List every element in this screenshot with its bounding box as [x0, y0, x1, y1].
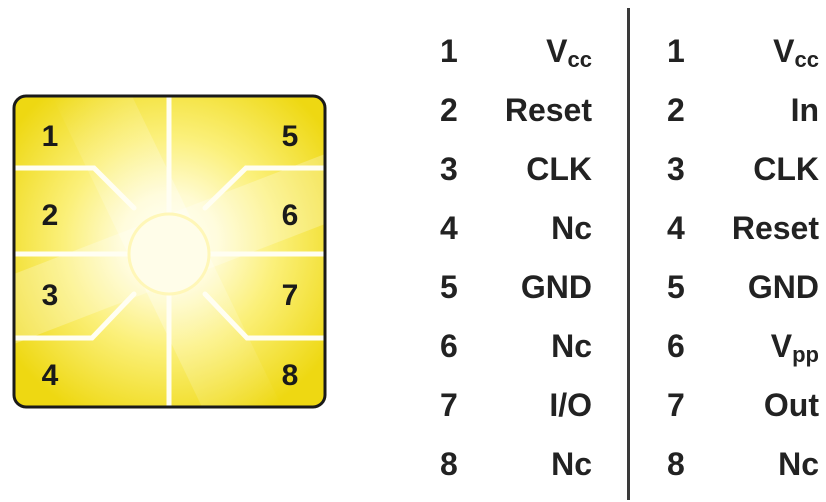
pin-number: 8 — [667, 446, 685, 482]
pin-signal: Nc — [778, 435, 819, 494]
smart-card-chip: 1 2 3 4 5 6 7 8 — [12, 94, 327, 409]
signal-name: Nc — [551, 446, 592, 482]
signal-name: Out — [763, 387, 819, 423]
pin-number: 4 — [440, 210, 458, 246]
contact-label-4: 4 — [42, 359, 59, 392]
pin-signal: In — [791, 81, 819, 140]
signal-name: CLK — [753, 151, 819, 187]
contact-label-8: 8 — [282, 359, 299, 392]
signal-subscript: cc — [794, 47, 819, 72]
pin-number: 3 — [440, 151, 458, 187]
pin-row: 8 Nc — [667, 435, 819, 494]
pin-row: 5 GND — [667, 258, 819, 317]
pin-number: 6 — [440, 328, 458, 364]
signal-name: I/O — [549, 387, 592, 423]
pin-number: 5 — [667, 269, 685, 305]
signal-name: GND — [520, 269, 592, 305]
contact-label-5: 5 — [282, 120, 299, 153]
signal-name: Nc — [778, 446, 819, 482]
pin-row: 2 Reset — [440, 81, 592, 140]
pin-row: 4 Nc — [440, 199, 592, 258]
signal-name: V — [770, 328, 793, 364]
pin-signal: CLK — [753, 140, 819, 199]
pin-row: 7 Out — [667, 376, 819, 435]
pin-row: 1 Vcc — [440, 22, 592, 81]
chip-center-circle — [127, 212, 211, 296]
pin-row: 8 Nc — [440, 435, 592, 494]
signal-subscript: pp — [792, 342, 819, 367]
pin-number: 8 — [440, 446, 458, 482]
pin-signal: Vcc — [773, 22, 819, 89]
pin-table-right: 1 Vcc 2 In 3 CLK 4 Reset 5 GND 6 Vpp 7 O… — [667, 22, 819, 494]
pin-signal: CLK — [526, 140, 592, 199]
pin-row: 3 CLK — [667, 140, 819, 199]
signal-name: V — [773, 33, 795, 69]
signal-name: Reset — [504, 92, 592, 128]
contact-label-1: 1 — [42, 120, 59, 153]
pin-number: 7 — [667, 387, 685, 423]
pin-number: 2 — [440, 92, 458, 128]
pin-row: 2 In — [667, 81, 819, 140]
pin-number: 4 — [667, 210, 685, 246]
pin-number: 7 — [440, 387, 458, 423]
pin-table-left: 1 Vcc 2 Reset 3 CLK 4 Nc 5 GND 6 Nc 7 I/… — [440, 22, 592, 494]
pin-signal: Out — [764, 376, 819, 435]
pin-signal: Vpp — [771, 317, 819, 384]
signal-name: Nc — [551, 210, 592, 246]
contact-label-7: 7 — [282, 279, 299, 312]
signal-name: Reset — [731, 210, 819, 246]
pin-signal: GND — [748, 258, 819, 317]
pin-signal: Nc — [551, 435, 592, 494]
pin-signal: Nc — [551, 317, 592, 376]
chip-contact-diagram: 1 2 3 4 5 6 7 8 — [12, 94, 327, 409]
signal-name: CLK — [526, 151, 592, 187]
signal-name: Nc — [551, 328, 592, 364]
pin-row: 4 Reset — [667, 199, 819, 258]
signal-name: V — [546, 33, 568, 69]
signal-name: GND — [747, 269, 819, 305]
contact-label-3: 3 — [42, 279, 59, 312]
signal-subscript: cc — [567, 47, 592, 72]
pin-row: 6 Nc — [440, 317, 592, 376]
table-divider — [627, 8, 630, 500]
signal-name: In — [790, 92, 819, 128]
chip-separators — [12, 94, 327, 409]
pin-row: 5 GND — [440, 258, 592, 317]
pin-row: 6 Vpp — [667, 317, 819, 376]
pin-signal: Reset — [732, 199, 819, 258]
contact-label-2: 2 — [42, 199, 59, 232]
pin-number: 3 — [667, 151, 685, 187]
pin-row: 3 CLK — [440, 140, 592, 199]
pin-signal: GND — [521, 258, 592, 317]
pin-number: 1 — [667, 33, 685, 69]
chip-outline — [12, 94, 327, 409]
pin-row: 1 Vcc — [667, 22, 819, 81]
pin-signal: Reset — [505, 81, 592, 140]
pin-number: 6 — [667, 328, 685, 364]
pin-signal: Nc — [551, 199, 592, 258]
pin-number: 1 — [440, 33, 458, 69]
pin-number: 2 — [667, 92, 685, 128]
pin-number: 5 — [440, 269, 458, 305]
pin-signal: I/O — [549, 376, 592, 435]
pin-signal: Vcc — [546, 22, 592, 89]
contact-label-6: 6 — [282, 199, 299, 232]
pin-row: 7 I/O — [440, 376, 592, 435]
